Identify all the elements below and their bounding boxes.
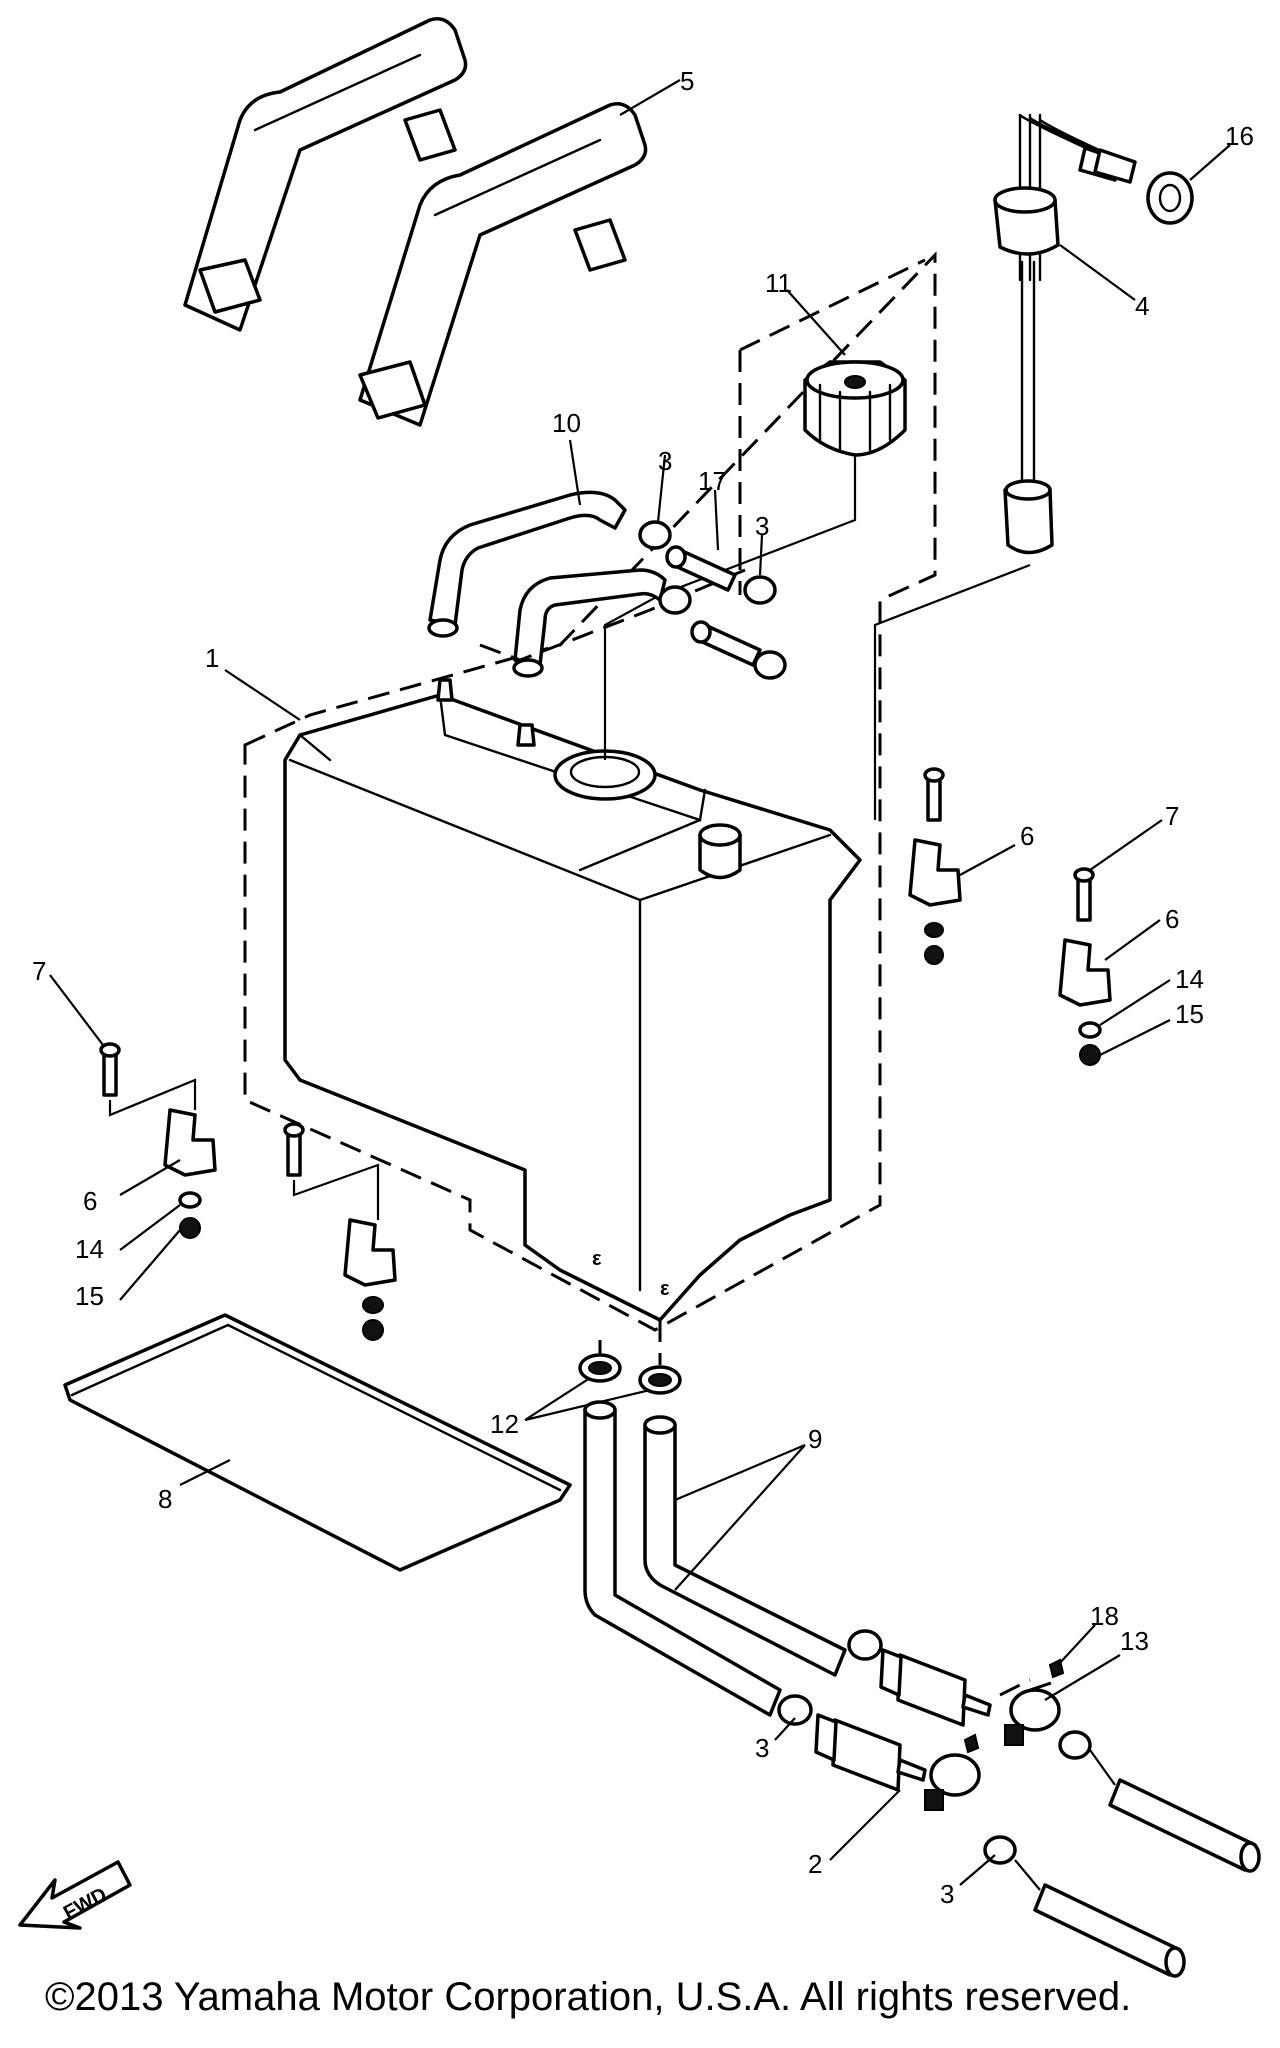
bracket-left-front	[99, 1042, 217, 1239]
callout-15-right: 15	[1175, 999, 1204, 1029]
forward-direction-arrow: FWD	[18, 1860, 132, 1930]
callout-16: 16	[1225, 121, 1254, 151]
callout-17: 17	[698, 466, 727, 496]
outlet-grommets	[578, 1353, 682, 1395]
callout-10: 10	[552, 408, 581, 438]
leader-lines	[49, 79, 1231, 1886]
callout-3-top-left: 3	[658, 446, 672, 476]
tank-strap-front	[358, 102, 648, 427]
bracket-right-lower	[1058, 867, 1112, 1066]
callout-3-filter: 3	[755, 1733, 769, 1763]
callout-2: 2	[808, 1849, 822, 1879]
bracket-right-upper	[908, 767, 962, 965]
svg-text:ε: ε	[660, 1278, 670, 1300]
callout-15-left: 15	[75, 1281, 104, 1311]
callout-7-right: 7	[1165, 801, 1179, 831]
tank-pad	[63, 1313, 572, 1572]
vent-hose-guide	[479, 568, 746, 662]
tank-strap-rear	[183, 17, 468, 332]
callout-9: 9	[808, 1424, 822, 1454]
callout-7-left: 7	[32, 956, 46, 986]
callout-18: 18	[1090, 1601, 1119, 1631]
callout-1: 1	[205, 643, 219, 673]
callout-5: 5	[680, 66, 694, 96]
fuel-sender-unit	[993, 113, 1137, 555]
callout-13: 13	[1120, 1626, 1149, 1656]
callout-6-right-lower: 6	[1165, 904, 1179, 934]
filler-cap	[803, 360, 907, 457]
vent-hoses	[427, 490, 667, 747]
callout-11: 11	[765, 268, 792, 298]
fuel-hoses	[583, 1400, 847, 1717]
callout-12: 12	[490, 1409, 519, 1439]
callout-14-left: 14	[75, 1234, 104, 1264]
callout-14-right: 14	[1175, 964, 1204, 994]
svg-text:ε: ε	[592, 1248, 602, 1270]
callout-6-right-upper: 6	[1020, 821, 1034, 851]
sender-gasket	[1146, 171, 1194, 225]
cap-assembly-outline	[738, 258, 926, 595]
callout-3-outlet: 3	[940, 1879, 954, 1909]
outlet-hoses	[1033, 1778, 1261, 1978]
copyright-notice: ©2013 Yamaha Motor Corporation, U.S.A. A…	[45, 1975, 1131, 2019]
filter-holders	[924, 1658, 1065, 1811]
bracket-left-rear	[283, 1122, 397, 1341]
fuel-filters	[814, 1648, 992, 1792]
tank-assembly-outline	[243, 251, 937, 1332]
callout-6-left: 6	[83, 1186, 97, 1216]
callout-4: 4	[1135, 291, 1149, 321]
hose-joints	[665, 545, 762, 667]
fuel-tank: ε ε	[283, 693, 862, 1322]
callout-8: 8	[158, 1484, 172, 1514]
callout-3-top-right: 3	[755, 511, 769, 541]
clamps-upper	[638, 520, 787, 680]
callout-labels: 1 2 3 3 3 3 4 5 6 6 6 7 7 8 9 10 11 12 1…	[32, 66, 1254, 1909]
